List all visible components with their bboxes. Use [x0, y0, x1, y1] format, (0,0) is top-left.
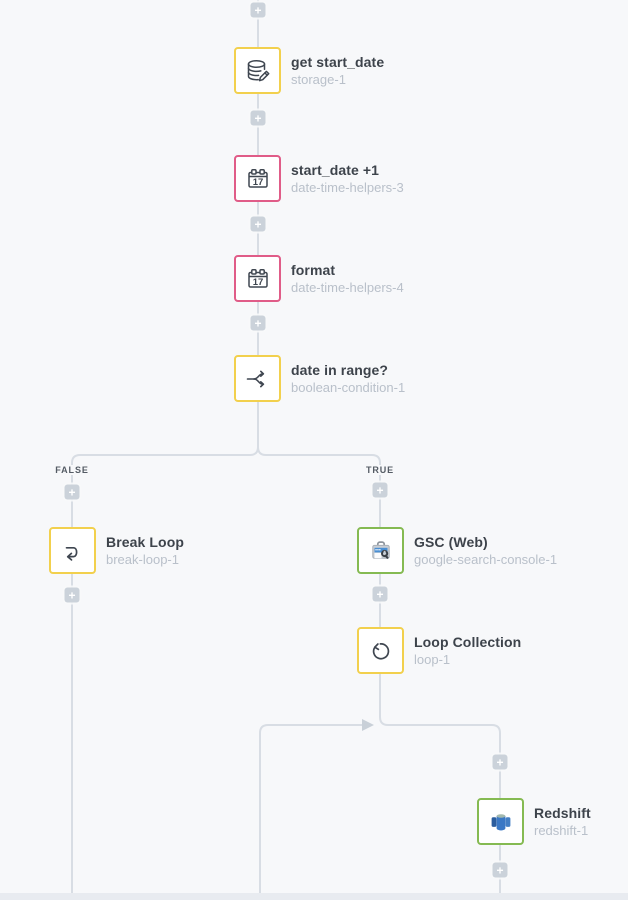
node-title: Break Loop — [106, 533, 185, 550]
loop-arrow-icon — [372, 642, 389, 660]
node-title: start_date +1 — [291, 161, 380, 178]
node-date-time-helpers-4[interactable]: 17 format date-time-helpers-4 — [234, 255, 404, 302]
node-meta: date in range? boolean-condition-1 — [291, 362, 405, 396]
node-storage-1[interactable]: get start_date storage-1 — [234, 47, 384, 94]
node-title: Redshift — [534, 804, 591, 821]
node-subtitle: break-loop-1 — [106, 551, 179, 567]
database-edit-icon — [247, 59, 269, 81]
node-title: Loop Collection — [414, 633, 522, 650]
add-step-button[interactable]: + — [250, 216, 266, 232]
add-step-button[interactable]: + — [492, 754, 508, 770]
node-meta: format date-time-helpers-4 — [291, 262, 404, 296]
node-meta: start_date +1 date-time-helpers-3 — [291, 162, 404, 196]
node-box[interactable] — [357, 527, 404, 574]
node-break-loop-1[interactable]: Break Loop break-loop-1 — [49, 527, 184, 574]
node-meta: Redshift redshift-1 — [534, 805, 591, 839]
node-box[interactable] — [477, 798, 524, 845]
node-box[interactable]: 17 — [234, 155, 281, 202]
bottom-panel-edge — [0, 893, 628, 900]
add-step-button[interactable]: + — [372, 482, 388, 498]
calendar-icon: 17 — [247, 168, 268, 187]
node-meta: GSC (Web) google-search-console-1 — [414, 534, 557, 568]
node-box[interactable] — [49, 527, 96, 574]
node-loop-1[interactable]: Loop Collection loop-1 — [357, 627, 521, 674]
node-google-search-console-1[interactable]: GSC (Web) google-search-console-1 — [357, 527, 557, 574]
node-meta: get start_date storage-1 — [291, 54, 384, 88]
node-subtitle: storage-1 — [291, 71, 346, 87]
node-redshift-1[interactable]: Redshift redshift-1 — [477, 798, 591, 845]
node-subtitle: date-time-helpers-4 — [291, 279, 404, 295]
loop-back-arrowhead-icon — [362, 719, 374, 731]
redshift-icon — [491, 813, 510, 830]
node-title: get start_date — [291, 53, 385, 70]
calendar-icon: 17 — [247, 268, 268, 287]
node-box[interactable] — [234, 355, 281, 402]
add-step-button[interactable]: + — [250, 110, 266, 126]
svg-text:17: 17 — [252, 276, 263, 287]
node-date-time-helpers-3[interactable]: 17 start_date +1 date-time-helpers-3 — [234, 155, 404, 202]
add-step-button[interactable]: + — [492, 862, 508, 878]
node-subtitle: date-time-helpers-3 — [291, 179, 404, 195]
branch-label-true: TRUE — [362, 465, 398, 475]
connector-true-branch — [257, 446, 501, 893]
node-subtitle: redshift-1 — [534, 822, 589, 838]
add-step-button[interactable]: + — [64, 484, 80, 500]
node-title: format — [291, 261, 336, 278]
branch-label-false: FALSE — [52, 465, 92, 475]
node-subtitle: boolean-condition-1 — [291, 379, 406, 395]
node-boolean-condition-1[interactable]: date in range? boolean-condition-1 — [234, 355, 405, 402]
node-title: date in range? — [291, 361, 389, 378]
node-meta: Break Loop break-loop-1 — [106, 534, 184, 568]
add-step-button[interactable]: + — [250, 2, 266, 18]
connector-loop-back — [259, 724, 362, 893]
return-arrow-icon — [65, 546, 77, 561]
add-step-button[interactable]: + — [372, 586, 388, 602]
svg-text:17: 17 — [252, 176, 263, 187]
connector-false-branch — [71, 0, 259, 893]
branch-split-icon — [246, 370, 264, 387]
node-subtitle: loop-1 — [414, 651, 451, 667]
add-step-button[interactable]: + — [64, 587, 80, 603]
node-title: GSC (Web) — [414, 533, 488, 550]
node-subtitle: google-search-console-1 — [414, 551, 558, 567]
node-box[interactable] — [357, 627, 404, 674]
node-box[interactable] — [234, 47, 281, 94]
google-search-console-icon — [371, 540, 390, 559]
add-step-button[interactable]: + — [250, 315, 266, 331]
node-meta: Loop Collection loop-1 — [414, 634, 521, 668]
node-box[interactable]: 17 — [234, 255, 281, 302]
